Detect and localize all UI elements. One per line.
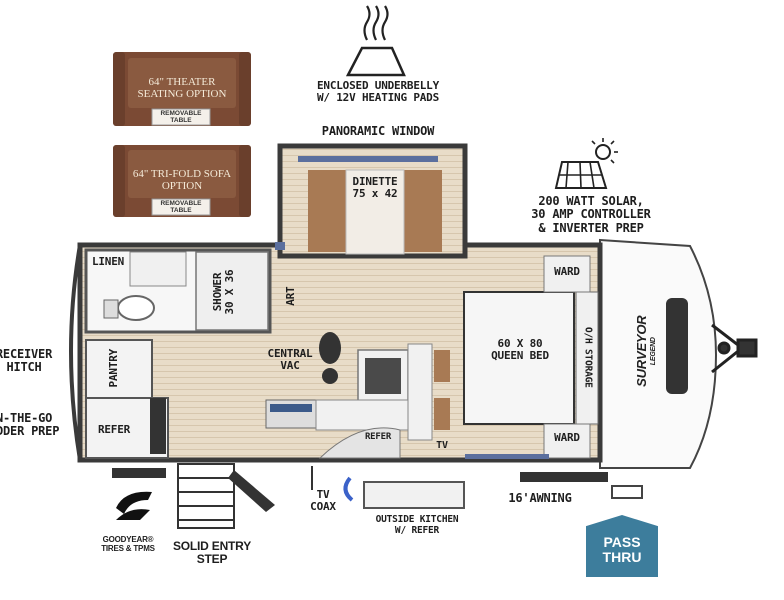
underbelly-line-1: ENCLOSED UNDERBELLY — [316, 79, 440, 92]
dinette-label: DINETTE 75 x 42 — [346, 175, 404, 201]
ward-top-label: WARD — [554, 265, 580, 278]
footprint-icon — [319, 332, 341, 384]
trifold-table-label: REMOVABLE TABLE — [152, 200, 210, 215]
dinette-slide — [277, 143, 468, 259]
bathroom — [84, 248, 272, 334]
theater-title-line-1: 64" THEATER — [148, 76, 216, 88]
goodyear-line-1: GOODYEAR® — [102, 535, 154, 544]
tv-coax-line-2: COAX — [310, 500, 336, 514]
linen-label: LINEN — [91, 255, 125, 268]
outside-kitchen-line-1: OUTSIDE KITCHEN — [375, 514, 459, 525]
pantry-label: PANTRY — [106, 348, 120, 388]
solar-panel-icon — [554, 138, 618, 189]
solar-callout: 200 WATT SOLAR, 30 AMP CONTROLLER & INVE… — [506, 194, 676, 235]
theater-table-label: REMOVABLE TABLE — [152, 110, 210, 125]
trifold-title-line-2: OPTION — [161, 180, 203, 193]
theater-title-line-2: SEATING OPTION — [137, 88, 227, 101]
brand-sub: LEGEND — [649, 337, 657, 366]
bed-line-2: QUEEN BED — [491, 349, 549, 363]
refer-label: REFER — [97, 423, 131, 436]
solar-line-2: 30 AMP CONTROLLER — [531, 207, 651, 222]
ladder-line-2: DDER PREP — [0, 424, 60, 439]
entry-step — [177, 463, 235, 529]
art-label: ART — [283, 286, 297, 306]
theater-option-title: 64" THEATER SEATING OPTION — [118, 76, 246, 100]
theater-table-line-2: TABLE — [170, 117, 192, 125]
central-vac-line-1: CENTRAL — [267, 347, 313, 360]
queen-bed-label: 60 X 80 QUEEN BED — [482, 337, 558, 363]
receiver-line-1: RECEIVER — [0, 347, 53, 361]
surveyor-brand: SURVEYOR LEGEND — [633, 311, 657, 391]
queen-bed — [463, 255, 599, 459]
badge-line-1: PASS — [603, 533, 641, 550]
ward-bottom-label: WARD — [554, 431, 580, 444]
theater-table-line-1: REMOVABLE — [160, 110, 202, 117]
trifold-title-line-1: 64" TRI-FOLD SOFA — [132, 168, 232, 180]
pass-thru-badge: PASS THRU — [586, 515, 658, 577]
kitchen-refer-label: REFER — [364, 432, 392, 442]
oh-storage-label: O/H STORAGE — [582, 326, 594, 388]
ladder-prep-callout: N-THE-GO DDER PREP — [0, 411, 66, 439]
kitchen-island — [265, 343, 450, 459]
central-vac-label: CENTRAL VAC — [262, 347, 318, 373]
panoramic-window-label: PANORAMIC WINDOW — [321, 124, 435, 138]
tv-coax-callout: TV COAX — [300, 488, 346, 514]
underbelly-line-2: W/ 12V HEATING PADS — [316, 91, 440, 105]
awning-callout: 16'AWNING — [508, 491, 572, 505]
heat-icon — [345, 5, 406, 77]
solar-line-1: 200 WATT SOLAR, — [538, 194, 644, 208]
central-vac-line-2: VAC — [280, 359, 300, 373]
brand-name: SURVEYOR — [633, 315, 649, 387]
outside-kitchen-line-2: W/ REFER — [394, 524, 440, 536]
outside-kitchen-callout: OUTSIDE KITCHEN W/ REFER — [362, 514, 472, 536]
receiver-line-2: HITCH — [6, 360, 42, 375]
dinette-line-1: DINETTE — [352, 175, 398, 188]
solid-step-line-2: STEP — [196, 552, 228, 567]
solid-step-line-1: SOLID ENTRY — [172, 539, 252, 553]
front-cap — [599, 238, 718, 469]
badge-line-2: THRU — [602, 549, 642, 565]
goodyear-callout: GOODYEAR® TIRES & TPMS — [88, 535, 168, 554]
trifold-table-line-2: TABLE — [170, 207, 192, 215]
tv-coax-line-1: TV — [316, 488, 330, 501]
solid-entry-step-callout: SOLID ENTRY STEP — [162, 539, 262, 567]
trifold-sofa — [113, 145, 251, 217]
tv-label: TV — [436, 440, 448, 451]
theater-seating-sofa — [113, 52, 251, 126]
underbelly-callout: ENCLOSED UNDERBELLY W/ 12V HEATING PADS — [298, 79, 458, 105]
shower-label: SHOWER 30 X 36 — [211, 262, 237, 322]
bed-line-1: 60 X 80 — [497, 337, 543, 350]
shower-line-2: 30 X 36 — [223, 269, 237, 315]
ladder-line-1: N-THE-GO — [0, 411, 53, 425]
goodyear-wingfoot-icon — [116, 491, 152, 520]
solar-line-3: & INVERTER PREP — [538, 220, 644, 235]
trifold-option-title: 64" TRI-FOLD SOFA OPTION — [118, 168, 246, 192]
dinette-line-2: 75 x 42 — [352, 187, 398, 201]
goodyear-line-2: TIRES & TPMS — [101, 543, 155, 553]
receiver-hitch-callout: RECEIVER HITCH — [0, 347, 68, 375]
hitch — [711, 323, 758, 374]
trifold-table-line-1: REMOVABLE — [160, 200, 202, 207]
